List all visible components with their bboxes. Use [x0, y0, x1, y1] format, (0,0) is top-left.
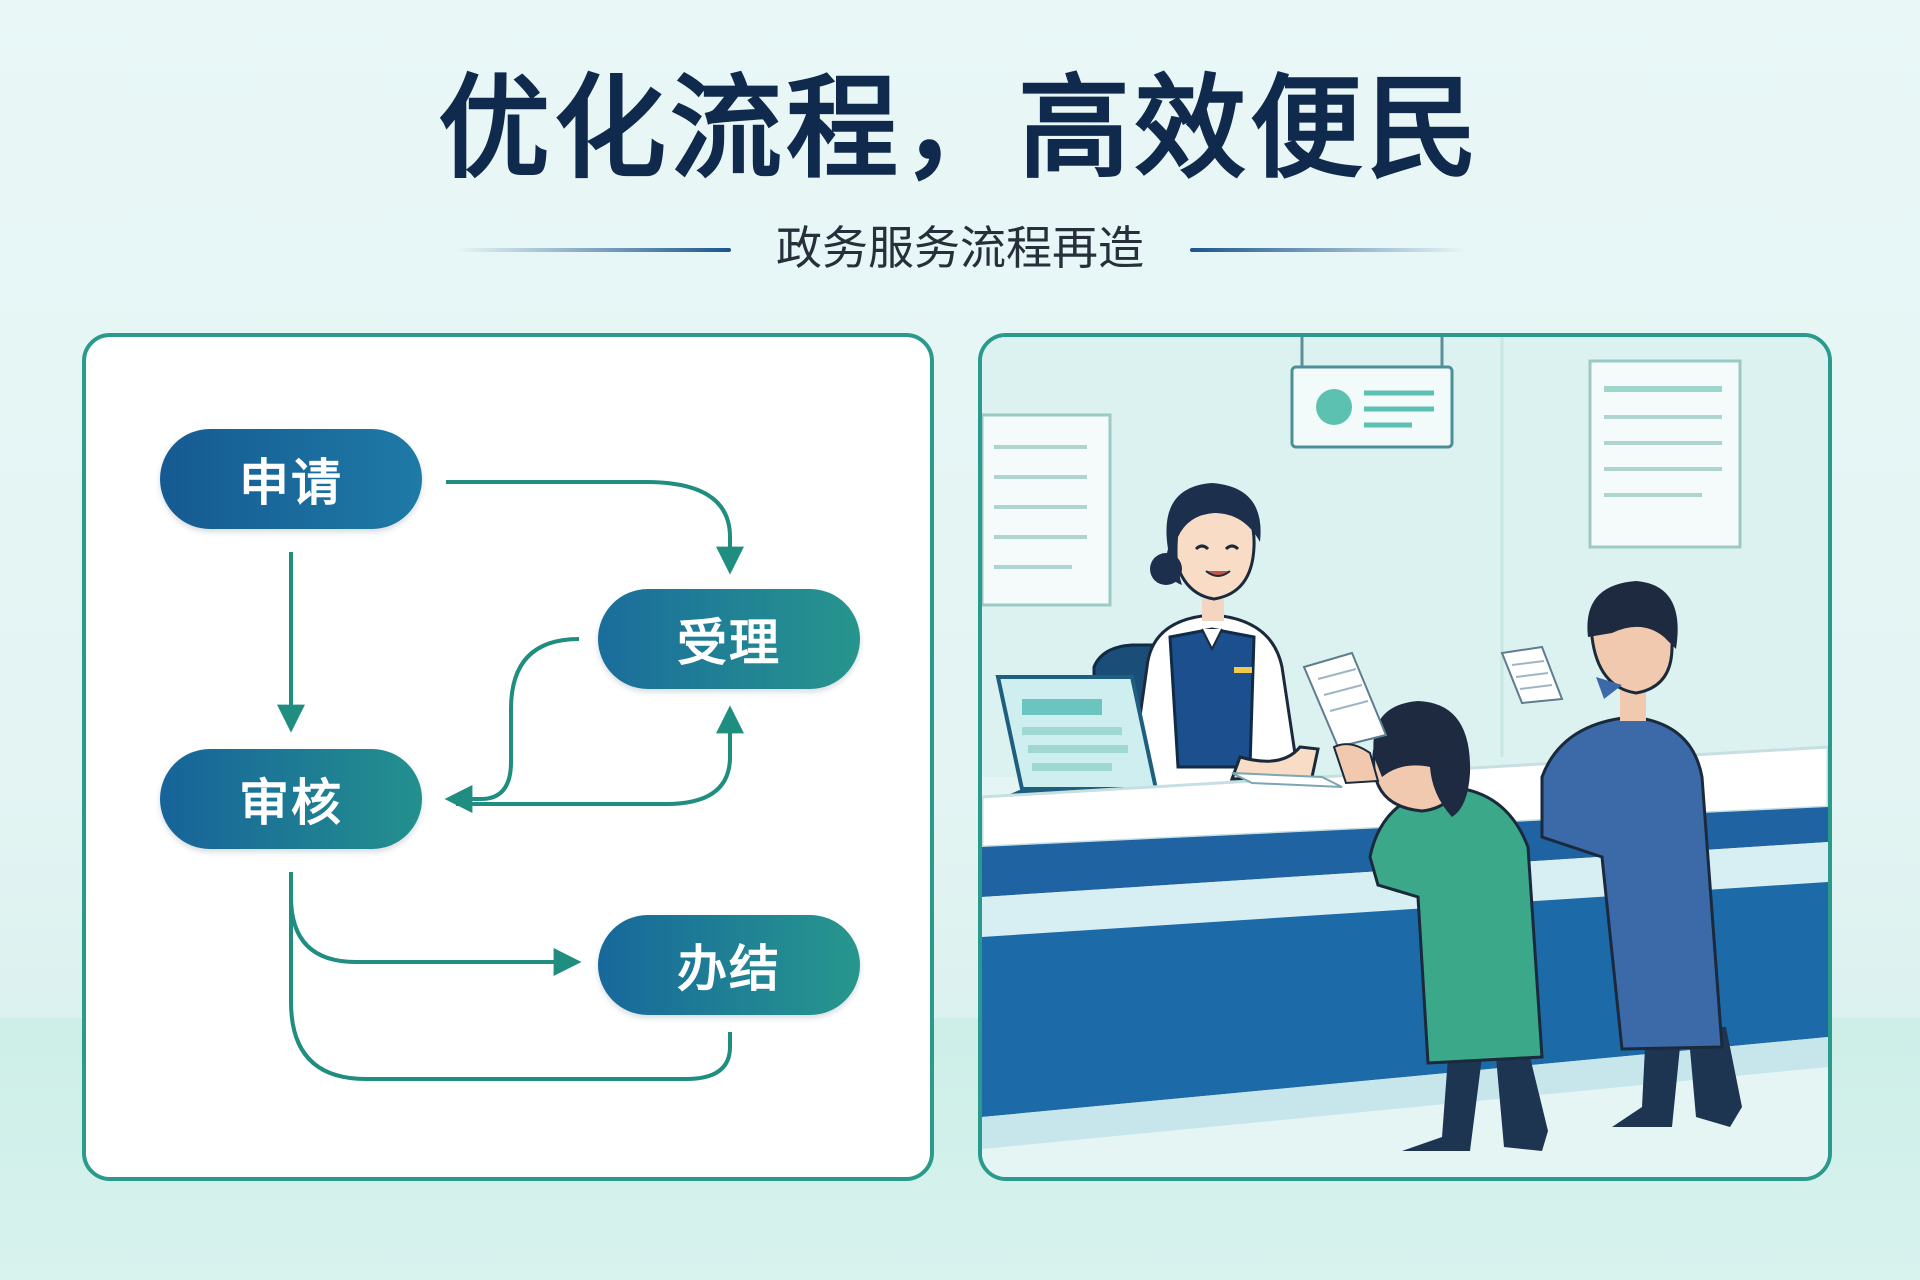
subtitle-line-right	[1190, 248, 1465, 252]
clerk-figure	[1128, 483, 1320, 789]
service-counter-illustration	[982, 337, 1828, 1177]
wall-notice-right	[1588, 359, 1742, 549]
wall-notice-left	[982, 413, 1112, 607]
step-accept-label: 受理	[677, 614, 781, 672]
arrow-complete-loop	[289, 877, 732, 1081]
flowchart-panel: 申请 受理 审核 办结	[82, 333, 934, 1181]
hanging-sign	[1290, 337, 1454, 449]
monitor	[995, 675, 1162, 799]
step-apply[interactable]: 申请	[160, 429, 422, 529]
page-subtitle: 政务服务流程再造	[776, 221, 1144, 275]
citizen-green-figure	[1302, 651, 1548, 1151]
arrow-review-to-complete	[289, 872, 582, 976]
step-review[interactable]: 审核	[160, 749, 422, 849]
arrow-review-to-accept	[456, 705, 744, 806]
subtitle-line-left	[456, 248, 731, 252]
arrow-accept-to-review	[444, 637, 580, 813]
step-apply-label: 申请	[239, 454, 343, 512]
step-review-label: 审核	[239, 774, 343, 832]
arrow-apply-to-accept	[446, 480, 744, 575]
subtitle-row: 政务服务流程再造	[0, 218, 1920, 278]
step-accept[interactable]: 受理	[598, 589, 860, 689]
citizen-blue-figure	[1500, 581, 1742, 1127]
page-title: 优化流程，高效便民	[438, 64, 1482, 194]
step-complete-label: 办结	[677, 940, 781, 998]
flow-connectors	[277, 480, 744, 1081]
step-complete[interactable]: 办结	[598, 915, 860, 1015]
illustration-panel	[978, 333, 1832, 1181]
